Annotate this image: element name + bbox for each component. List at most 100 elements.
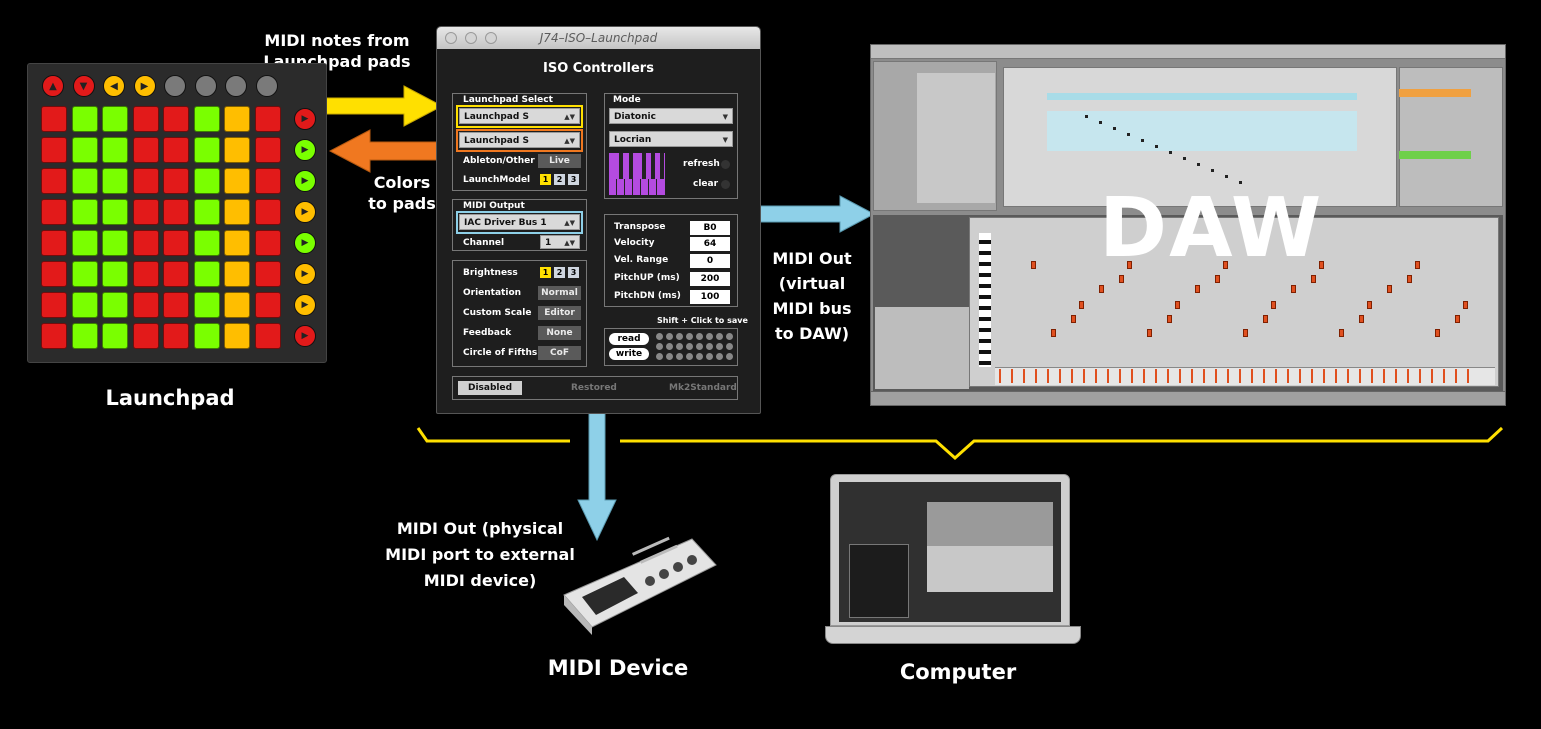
launchpad-pad[interactable] (193, 106, 220, 132)
preset-slot[interactable] (716, 333, 723, 340)
launchpad-pad[interactable] (193, 137, 220, 163)
launchpad-pad[interactable] (193, 292, 220, 318)
launchpad-pad[interactable] (41, 106, 67, 132)
launchpad-pad[interactable] (132, 137, 159, 163)
preset-slot[interactable] (696, 333, 703, 340)
launchpad-pad[interactable] (71, 292, 98, 318)
blank-icon[interactable] (194, 75, 217, 97)
launchpad-pad[interactable] (132, 261, 159, 287)
launchpad-pad[interactable] (132, 292, 159, 318)
read-button[interactable]: read (609, 333, 649, 345)
arrow-left-icon[interactable]: ◀ (103, 75, 125, 97)
preset-slot[interactable] (666, 353, 673, 360)
launchpad-pad[interactable] (224, 261, 250, 287)
launchpad-pad[interactable] (132, 168, 159, 194)
launchpad-pad[interactable] (254, 323, 281, 349)
launchpad-pad[interactable] (163, 261, 189, 287)
launchpad-pad[interactable] (41, 199, 67, 225)
launchpad-pad[interactable] (254, 261, 281, 287)
orientation-button[interactable]: Normal (538, 286, 581, 300)
launchpad-pad[interactable] (193, 199, 220, 225)
launchpad-pad[interactable] (224, 137, 250, 163)
launchpad-pad[interactable] (254, 292, 281, 318)
play-icon[interactable]: ▶ (294, 263, 316, 285)
launchpad-pad[interactable] (41, 137, 67, 163)
launchpad-pad[interactable] (163, 106, 189, 132)
launchpad-pad[interactable] (254, 106, 281, 132)
launchpad-pad[interactable] (71, 230, 98, 256)
pitchup-value[interactable]: 200 (690, 272, 730, 286)
launchpad-input-select[interactable]: Launchpad S ▲▼ (459, 108, 580, 124)
launchmodel-option-2[interactable]: 2 (554, 174, 565, 185)
ableton-live-button[interactable]: Live (538, 154, 581, 168)
launchpad-pad[interactable] (224, 168, 250, 194)
launchpad-pad[interactable] (102, 261, 128, 287)
launchpad-pad[interactable] (193, 168, 220, 194)
brightness-option-3[interactable]: 3 (568, 267, 579, 278)
launchpad-pad[interactable] (132, 230, 159, 256)
circle-of-fifths-button[interactable]: CoF (538, 346, 581, 360)
launchpad-pad[interactable] (41, 323, 67, 349)
launchpad-output-select[interactable]: Launchpad S ▲▼ (459, 132, 580, 148)
disabled-button[interactable]: Disabled (458, 381, 522, 395)
preset-slot[interactable] (696, 343, 703, 350)
launchpad-pad[interactable] (132, 106, 159, 132)
launchpad-pad[interactable] (102, 323, 128, 349)
play-icon[interactable]: ▶ (294, 201, 316, 223)
preset-slot[interactable] (666, 343, 673, 350)
blank-icon[interactable] (255, 75, 278, 97)
play-icon[interactable]: ▶ (294, 170, 316, 192)
launchpad-pad[interactable] (41, 230, 67, 256)
preset-slot[interactable] (706, 343, 713, 350)
launchpad-pad[interactable] (193, 261, 220, 287)
launchpad-pad[interactable] (102, 199, 128, 225)
midi-port-select[interactable]: IAC Driver Bus 1 ▲▼ (459, 214, 580, 230)
arrow-right-icon[interactable]: ▶ (133, 75, 156, 97)
preset-slot[interactable] (676, 333, 683, 340)
scale-select[interactable]: Locrian ▼ (609, 131, 733, 147)
transpose-value[interactable]: B0 (690, 221, 730, 235)
launchpad-pad[interactable] (163, 168, 189, 194)
launchpad-pad[interactable] (102, 292, 128, 318)
launchpad-pad[interactable] (41, 261, 67, 287)
mode-select[interactable]: Diatonic ▼ (609, 108, 733, 124)
arrow-up-icon[interactable]: ▲ (42, 75, 64, 97)
launchpad-pad[interactable] (71, 199, 98, 225)
preset-slot[interactable] (686, 343, 693, 350)
play-icon[interactable]: ▶ (294, 325, 316, 347)
brightness-option-1[interactable]: 1 (540, 267, 551, 278)
preset-slot[interactable] (676, 343, 683, 350)
launchpad-pad[interactable] (193, 230, 220, 256)
launchpad-pad[interactable] (254, 199, 281, 225)
preset-slot[interactable] (656, 353, 663, 360)
preset-slot[interactable] (716, 343, 723, 350)
launchpad-pad[interactable] (71, 168, 98, 194)
launchpad-pad[interactable] (71, 106, 98, 132)
launchpad-pad[interactable] (71, 323, 98, 349)
preset-slot[interactable] (706, 333, 713, 340)
blank-icon[interactable] (164, 75, 186, 97)
preset-slot[interactable] (686, 333, 693, 340)
play-icon[interactable]: ▶ (294, 294, 316, 316)
preset-slot[interactable] (716, 353, 723, 360)
preset-slot[interactable] (706, 353, 713, 360)
refresh-led[interactable] (721, 160, 730, 169)
preset-slot[interactable] (666, 333, 673, 340)
launchpad-pad[interactable] (163, 199, 189, 225)
preset-slot[interactable] (686, 353, 693, 360)
launchpad-pad[interactable] (224, 230, 250, 256)
zoom-window-icon[interactable] (485, 32, 497, 44)
channel-select[interactable]: 1 ▲▼ (540, 235, 580, 249)
launchpad-pad[interactable] (102, 106, 128, 132)
arrow-down-icon[interactable]: ▼ (72, 75, 95, 97)
launchpad-pad[interactable] (71, 261, 98, 287)
launchpad-pad[interactable] (132, 323, 159, 349)
pitchdn-value[interactable]: 100 (690, 290, 730, 304)
launchmodel-option-1[interactable]: 1 (540, 174, 551, 185)
launchpad-pad[interactable] (102, 137, 128, 163)
minimize-window-icon[interactable] (465, 32, 477, 44)
preset-slot[interactable] (656, 333, 663, 340)
vel-range-value[interactable]: 0 (690, 254, 730, 268)
window-titlebar[interactable]: J74–ISO–Launchpad (437, 27, 760, 49)
feedback-button[interactable]: None (538, 326, 581, 340)
